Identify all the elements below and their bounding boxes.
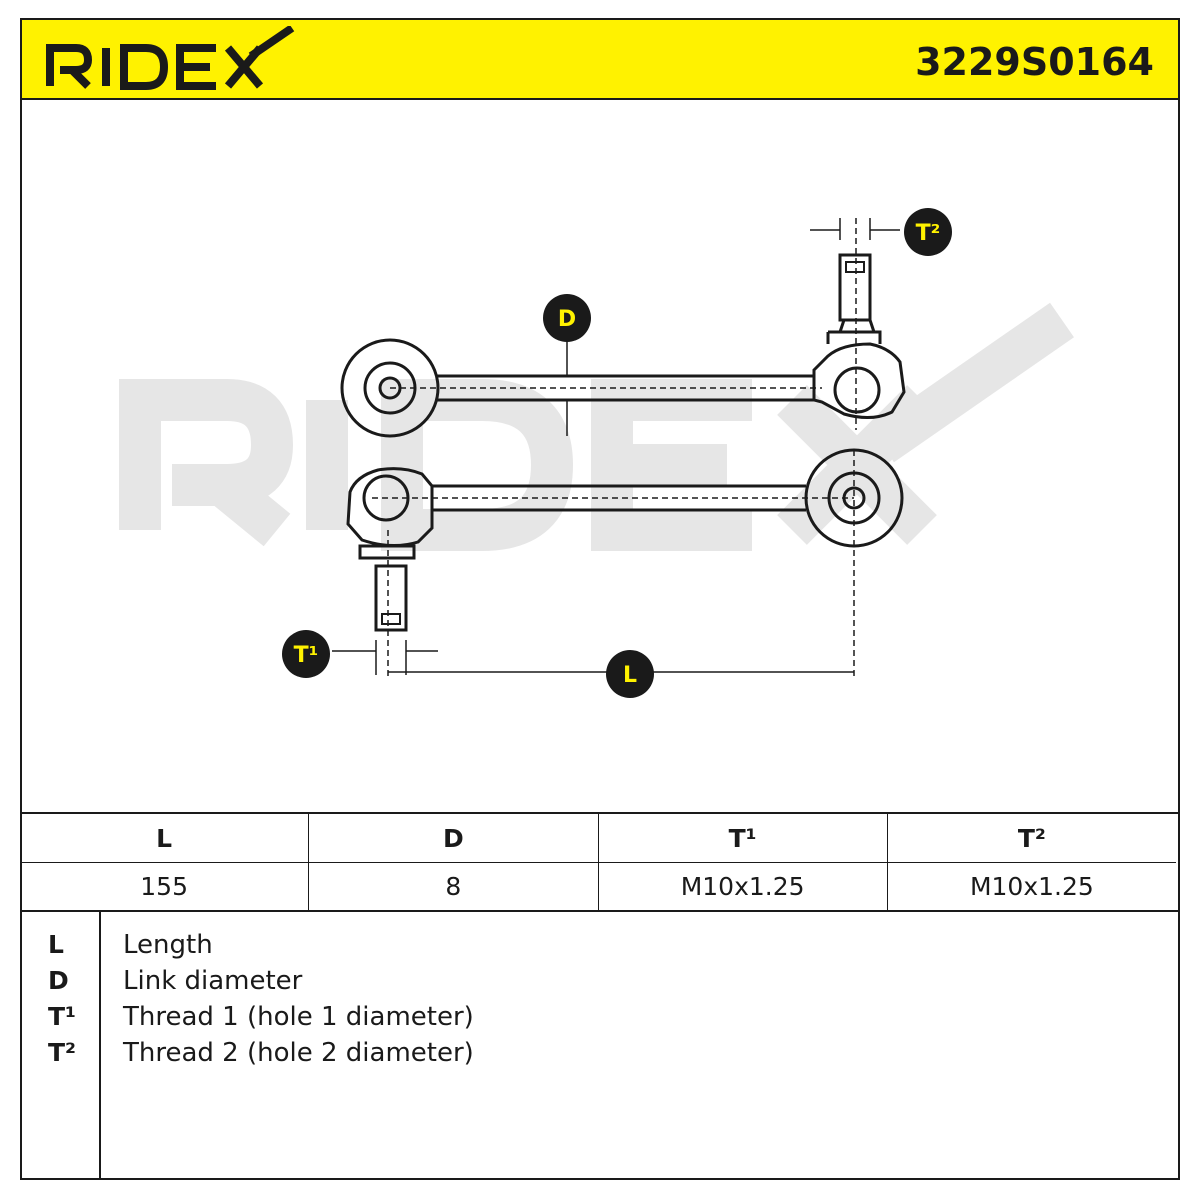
spec-value-l: 155 <box>20 862 310 910</box>
legend-item: D Link diameter <box>20 966 1120 1002</box>
label-l-text: L <box>623 663 637 688</box>
spec-table: L D T¹ T² 155 8 M10x1.25 M10x1.25 <box>20 812 1180 912</box>
part-number: 3229S0164 <box>915 40 1154 84</box>
spec-header-l: L <box>20 814 310 862</box>
centerlines <box>372 218 857 680</box>
spec-header-d: D <box>309 814 599 862</box>
spec-header-t1: T¹ <box>599 814 888 862</box>
spec-value-t2: M10x1.25 <box>969 871 1094 901</box>
legend-text: Thread 2 (hole 2 diameter) <box>123 1038 474 1068</box>
spec-value-d: 8 <box>309 862 599 910</box>
label-d-text: D <box>558 307 576 332</box>
label-t2: T² <box>904 208 952 256</box>
legend-text: Link diameter <box>123 966 303 996</box>
spec-header-t2: T² <box>1017 823 1046 853</box>
label-l: L <box>606 650 654 698</box>
header-bar: 3229S0164 <box>20 18 1180 100</box>
legend-key: D <box>48 966 69 995</box>
legend-item: T² Thread 2 (hole 2 diameter) <box>20 1038 1120 1074</box>
spec-value-row: 155 8 M10x1.25 M10x1.25 <box>20 862 1176 910</box>
legend-text: Thread 1 (hole 1 diameter) <box>123 1002 474 1032</box>
spec-value-t1: M10x1.25 <box>599 862 888 910</box>
legend-item: T¹ Thread 1 (hole 1 diameter) <box>20 1002 1120 1038</box>
legend-key: T¹ <box>48 1002 77 1031</box>
technical-drawing: D L T² T¹ <box>119 208 1074 698</box>
label-t1-text: T¹ <box>294 643 319 668</box>
upper-link <box>340 253 906 438</box>
ridex-logo <box>46 26 295 90</box>
ridex-watermark <box>119 302 1074 551</box>
legend-key: T² <box>48 1038 77 1067</box>
legend-text: Length <box>123 930 213 960</box>
legend-item: L Length <box>20 930 1120 966</box>
legend-key: L <box>48 930 64 959</box>
label-t1: T¹ <box>282 630 330 678</box>
spec-header-row: L D T¹ T² <box>20 814 1176 863</box>
legend: L Length D Link diameter T¹ Thread 1 (ho… <box>20 910 1180 1180</box>
label-t2-text: T² <box>916 221 941 246</box>
legend-divider <box>99 910 101 1178</box>
label-d: D <box>543 294 591 342</box>
